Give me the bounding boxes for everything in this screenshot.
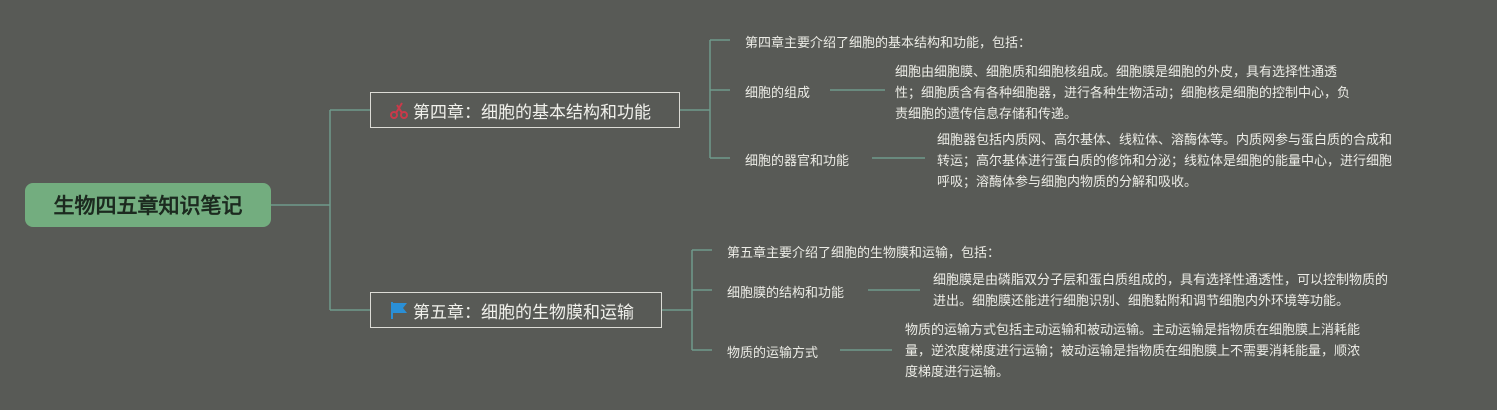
topic-membrane-structure-detail[interactable]: 细胞膜是由磷脂双分子层和蛋白质组成的，具有选择性通透性，可以控制物质的 进出。细…	[933, 273, 1389, 309]
topic-cell-composition[interactable]: 细胞的组成	[745, 86, 811, 101]
connector-root	[271, 109, 370, 311]
chapter-4-intro[interactable]: 第四章主要介绍了细胞的基本结构和功能，包括：	[745, 36, 1032, 51]
chapter-5-intro[interactable]: 第五章主要介绍了细胞的生物膜和运输，包括：	[727, 246, 1001, 261]
root-node[interactable]: 生物四五章知识笔记	[25, 183, 271, 227]
topic-membrane-structure[interactable]: 细胞膜的结构和功能	[727, 286, 845, 301]
topic-transport-methods-detail[interactable]: 物质的运输方式包括主动运输和被动运输。主动运输是指物质在细胞膜上消耗能 量，逆浓…	[905, 323, 1361, 380]
connector-branch-2	[662, 249, 712, 351]
branch-chapter-5[interactable]: 第五章：细胞的生物膜和运输	[370, 292, 662, 328]
flag-icon	[389, 300, 409, 320]
topic-organelles-detail[interactable]: 细胞器包括内质网、高尔基体、线粒体、溶酶体等。内质网参与蛋白质的合成和 转运；高…	[937, 133, 1393, 190]
branch-chapter-4[interactable]: 第四章：细胞的基本结构和功能	[370, 92, 680, 128]
branch-chapter-5-label: 第五章：细胞的生物膜和运输	[413, 302, 634, 323]
topic-transport-methods[interactable]: 物质的运输方式	[727, 346, 819, 361]
scissors-icon	[389, 100, 409, 120]
topic-cell-composition-detail[interactable]: 细胞由细胞膜、细胞质和细胞核组成。细胞膜是细胞的外皮，具有选择性通透 性；细胞质…	[895, 65, 1351, 122]
connector-branch-1	[680, 39, 730, 159]
topic-organelles[interactable]: 细胞的器官和功能	[745, 154, 850, 169]
branch-chapter-4-label: 第四章：细胞的基本结构和功能	[413, 102, 651, 123]
